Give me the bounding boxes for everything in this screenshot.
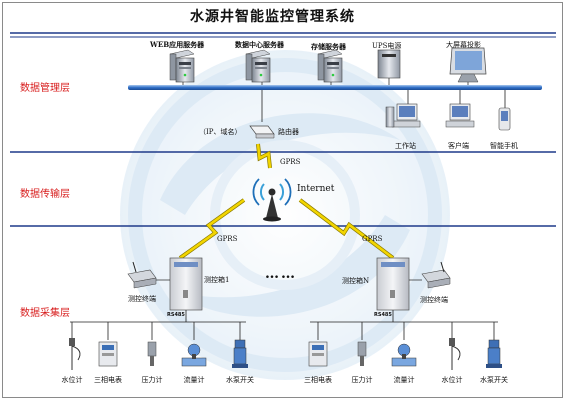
field-device-right-2-icon <box>357 341 367 366</box>
gprs-bolt-top <box>256 143 272 169</box>
big-screen-label: 大屏幕投影 <box>446 41 481 49</box>
device-label-right-3: 流量计 <box>393 376 415 384</box>
device-label-left-5: 水泵开关 <box>226 376 254 384</box>
device-label-right-4: 水位计 <box>441 376 463 384</box>
field-device-left-5-icon <box>232 339 248 368</box>
server-tower-icon-2 <box>245 49 271 85</box>
field-device-left-3-icon <box>147 341 157 366</box>
server-tower-icon-1 <box>169 49 195 85</box>
internet-antenna-icon <box>252 178 292 222</box>
device-label-left-4: 流量计 <box>183 376 205 384</box>
layer-label-collection: 数据采集层 <box>20 308 70 319</box>
field-device-right-1-icon <box>308 341 328 367</box>
workstation-label: 工作站 <box>395 142 416 150</box>
terminal-left-icon <box>127 261 170 289</box>
device-label-right-2: 压力计 <box>351 376 373 384</box>
router-note: （IP、域名） <box>199 128 242 136</box>
rs485-label-right: RS485 <box>374 312 392 318</box>
field-device-left-4-icon <box>181 343 207 367</box>
control-box-1-label: 测控箱1 <box>204 276 230 284</box>
workstation-icon <box>385 103 421 128</box>
client-label: 客户端 <box>448 142 469 150</box>
field-device-right-4-icon <box>449 338 461 370</box>
page-title: 水源井智能监控管理系统 <box>190 9 355 25</box>
terminal-right-icon <box>409 261 451 289</box>
ups-icon <box>377 49 401 85</box>
device-label-left-1: 水位计 <box>61 376 83 384</box>
device-label-right-5: 水泵开关 <box>480 376 508 384</box>
field-device-left-2-icon <box>98 341 118 367</box>
server-tower-icon-3 <box>317 49 343 85</box>
smartphone-label: 智能手机 <box>490 142 518 150</box>
ups-label: UPS电源 <box>372 42 402 50</box>
field-device-left-1-icon <box>69 338 81 370</box>
router-label: 路由器 <box>278 128 299 136</box>
control-box-n-label: 测控箱N <box>342 277 370 285</box>
web-server-label: WEB应用服务器 <box>150 40 205 49</box>
terminal-left-label: 测控终端 <box>128 295 156 303</box>
gprs-bolt-right <box>299 198 394 260</box>
device-label-right-1: 三相电表 <box>304 376 332 384</box>
gprs-bolt-left <box>179 198 245 260</box>
layer-label-transmission: 数据传输层 <box>20 189 70 200</box>
control-box-1-icon <box>169 257 203 311</box>
client-links <box>261 90 506 122</box>
storage-server-label: 存储服务器 <box>311 42 346 51</box>
internet-label: Internet <box>297 184 335 194</box>
ellipsis-dots: …… <box>265 266 297 282</box>
field-device-right-3-icon <box>391 343 417 367</box>
control-box-n-icon <box>376 257 410 311</box>
layer-dividers <box>10 32 556 227</box>
network-bus <box>128 85 542 90</box>
rs485-label-left: RS485 <box>167 312 185 318</box>
terminal-right-label: 测控终端 <box>420 296 448 304</box>
device-label-left-3: 压力计 <box>141 376 163 384</box>
field-device-right-5-icon <box>486 339 502 368</box>
gprs-label-left: GPRS <box>217 235 238 243</box>
layer-label-management: 数据管理层 <box>20 83 70 94</box>
big-screen-icon <box>449 47 487 85</box>
datacenter-server-label: 数据中心服务器 <box>235 40 284 49</box>
device-label-left-2: 三相电表 <box>94 376 122 384</box>
gprs-links <box>178 143 395 260</box>
gprs-label-right: GPRS <box>362 235 383 243</box>
router-icon <box>249 125 275 139</box>
watermark-logo <box>120 50 450 380</box>
gprs-label-top: GPRS <box>280 158 301 166</box>
smartphone-icon <box>498 107 511 131</box>
client-pc-icon <box>445 103 475 128</box>
